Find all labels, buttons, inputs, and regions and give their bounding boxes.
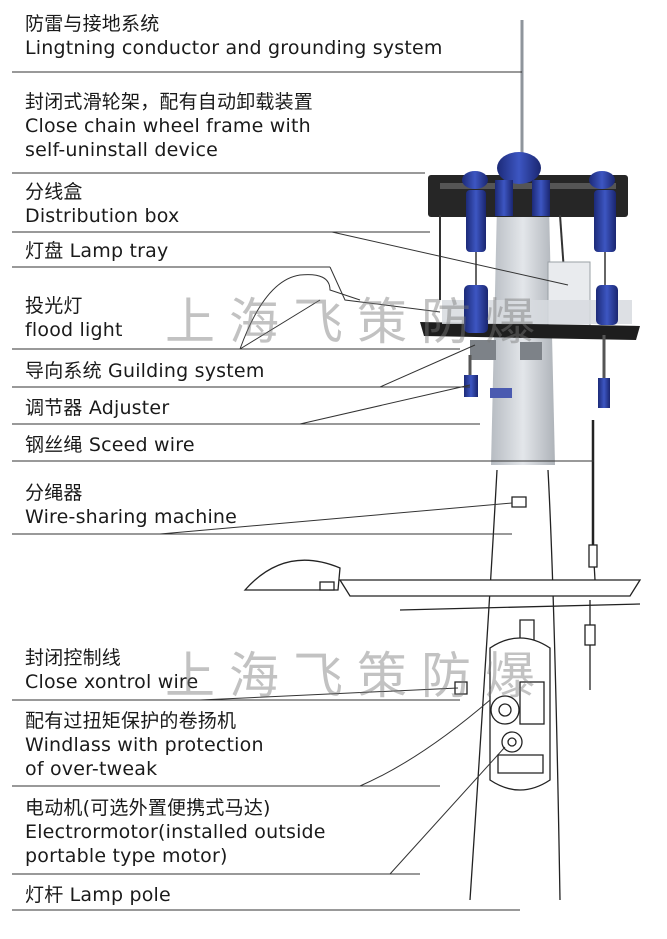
label-zh: 封闭式滑轮架，配有自动卸载装置 (25, 90, 313, 114)
label-guiding-system: 导向系统 Guilding system (25, 359, 265, 383)
wire-sharing-machine (512, 497, 526, 507)
suspension-unit (594, 190, 616, 252)
label-en: 钢丝绳 Sceed wire (25, 433, 195, 457)
label-lamp-pole: 灯杆 Lamp pole (25, 883, 171, 907)
label-wire-sharing: 分绳器 Wire-sharing machine (25, 481, 237, 529)
label-zh: 分绳器 (25, 481, 237, 505)
label-en: Electrormotor(installed outside (25, 820, 326, 844)
label-electromotor: 电动机(可选外置便携式马达) Electrormotor(installed o… (25, 796, 326, 868)
label-en: 灯杆 Lamp pole (25, 883, 171, 907)
label-en: Lingtning conductor and grounding system (25, 36, 443, 60)
label-en: 导向系统 Guilding system (25, 359, 265, 383)
label-en: self-uninstall device (25, 138, 313, 162)
label-en: 灯盘 Lamp tray (25, 239, 168, 263)
lamp-tray-outline (340, 580, 640, 596)
suspension-unit (466, 190, 486, 252)
label-lightning-system: 防雷与接地系统 Lingtning conductor and groundin… (25, 12, 443, 60)
label-en: 调节器 Adjuster (25, 396, 169, 420)
label-en: Distribution box (25, 204, 179, 228)
label-zh: 防雷与接地系统 (25, 12, 443, 36)
label-lamp-tray: 灯盘 Lamp tray (25, 239, 168, 263)
label-windlass: 配有过扭矩保护的卷扬机 Windlass with protection of … (25, 709, 264, 781)
label-en: Windlass with protection (25, 733, 264, 757)
label-steel-wire: 钢丝绳 Sceed wire (25, 433, 195, 457)
label-distribution-box: 分线盒 Distribution box (25, 180, 179, 228)
label-flood-light: 投光灯 flood light (25, 294, 123, 342)
label-zh: 分线盒 (25, 180, 179, 204)
lamp-head-illustration (420, 20, 640, 465)
label-en: Close chain wheel frame with (25, 114, 313, 138)
label-zh: 电动机(可选外置便携式马达) (25, 796, 326, 820)
label-en: Wire-sharing machine (25, 505, 237, 529)
label-en: flood light (25, 318, 123, 342)
top-cap (497, 152, 541, 184)
watermark: 上海飞策防爆 (165, 636, 549, 708)
adjuster (598, 378, 610, 408)
label-zh: 配有过扭矩保护的卷扬机 (25, 709, 264, 733)
label-en: of over-tweak (25, 757, 264, 781)
flood-light (596, 285, 618, 325)
label-zh: 投光灯 (25, 294, 123, 318)
label-en: portable type motor) (25, 844, 326, 868)
watermark: 上海飞策防爆 (165, 282, 549, 354)
label-chain-wheel-frame: 封闭式滑轮架，配有自动卸载装置 Close chain wheel frame … (25, 90, 313, 162)
label-adjuster: 调节器 Adjuster (25, 396, 169, 420)
